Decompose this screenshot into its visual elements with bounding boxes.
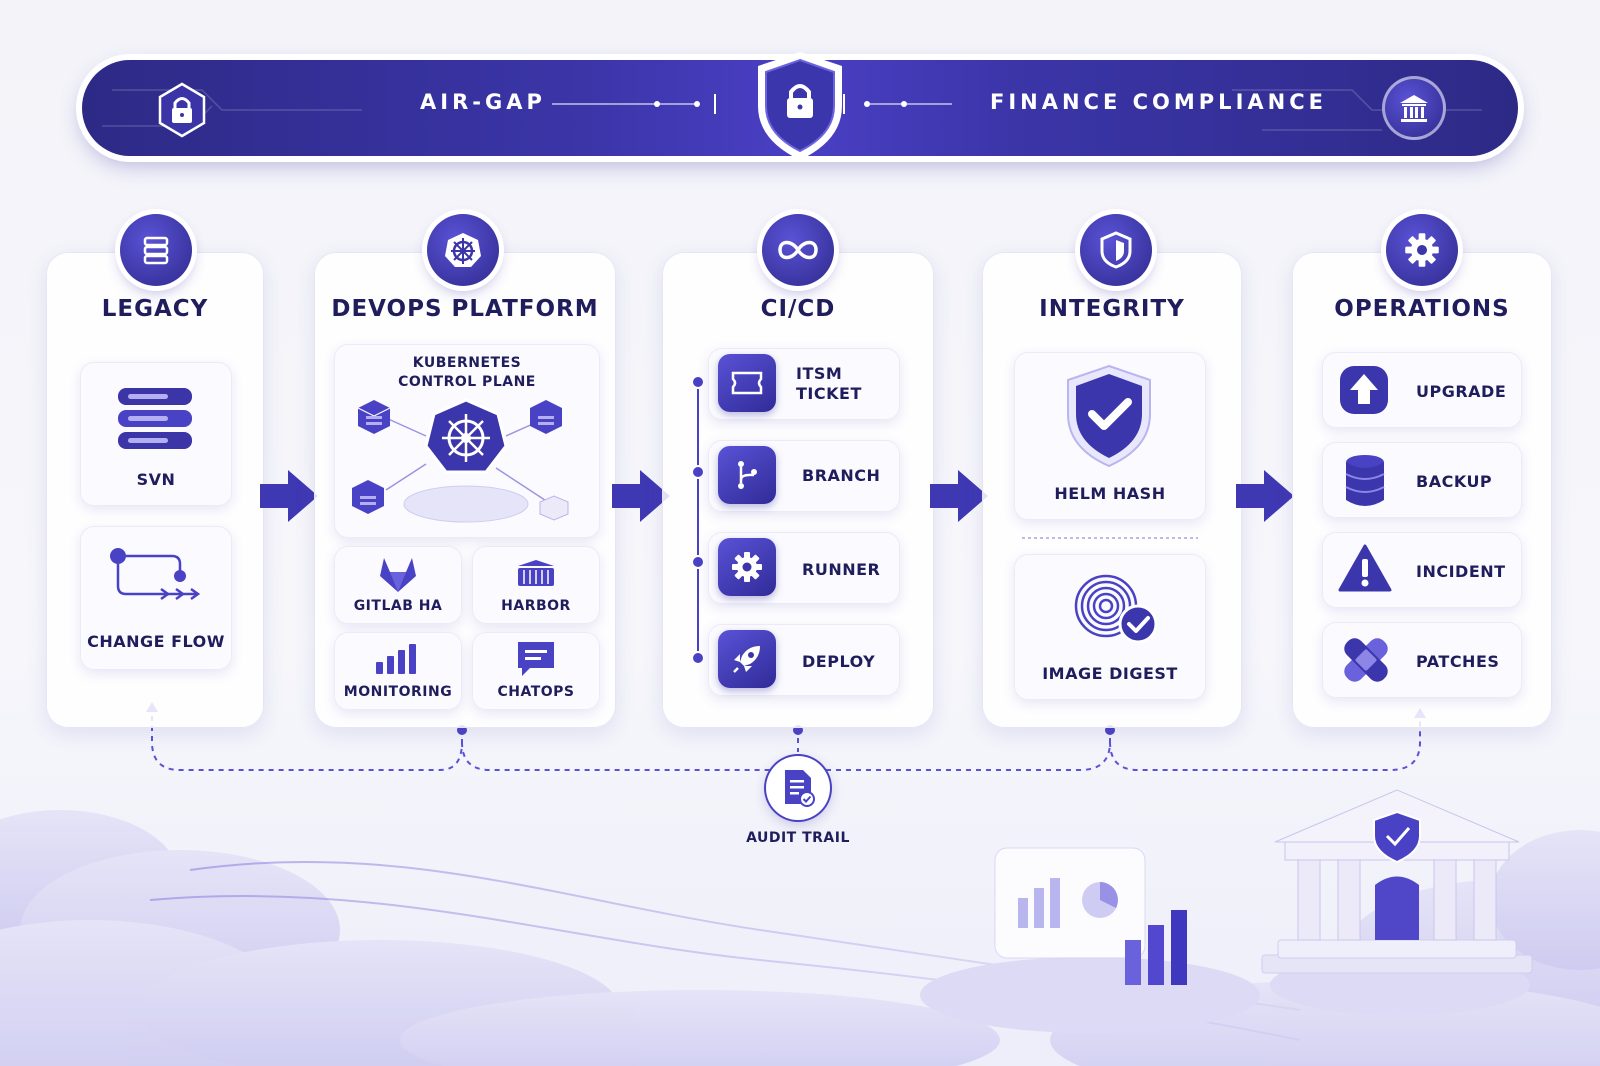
branch-label: BRANCH (802, 466, 881, 485)
infinity-icon (762, 214, 834, 286)
runner-label: RUNNER (802, 560, 881, 579)
air-gap-title: AIR-GAP (420, 90, 546, 114)
arrow-right-icon (260, 470, 318, 522)
operations-title: OPERATIONS (1334, 296, 1510, 322)
divider (1022, 537, 1198, 539)
ticket-icon (718, 354, 776, 412)
gitlab-ha-label: GITLAB HA (353, 598, 443, 614)
audit-trail-label: AUDIT TRAIL (746, 830, 850, 846)
incident-label: INCIDENT (1416, 562, 1506, 581)
kubernetes-control-plane-label: KUBERNETES CONTROL PLANE (398, 355, 536, 390)
rocket-icon (718, 630, 776, 688)
harbor-icon (514, 558, 558, 588)
deploy-label: DEPLOY (802, 652, 876, 671)
legacy-title: LEGACY (101, 296, 209, 322)
gear-icon (1386, 214, 1458, 286)
warning-icon (1338, 544, 1392, 594)
database-icon (1342, 454, 1388, 508)
helm-hash-label: HELM HASH (1054, 484, 1166, 503)
gear-icon (718, 538, 776, 596)
image-digest-card[interactable] (1014, 554, 1206, 700)
bandage-icon (1340, 632, 1392, 688)
dashboard-illustration (920, 847, 1260, 1033)
shield-check-icon (1064, 364, 1154, 468)
change-flow-icon (106, 546, 206, 606)
shield-icon (1080, 214, 1152, 286)
fingerprint-icon (1068, 566, 1160, 652)
chat-icon (514, 638, 558, 680)
bar-chart-icon (374, 640, 422, 676)
branch-icon (718, 446, 776, 504)
integrity-title: INTEGRITY (1039, 296, 1185, 322)
document-check-icon[interactable] (766, 756, 830, 820)
itsm-ticket-label: ITSM TICKET (796, 364, 862, 403)
finance-compliance-title: FINANCE COMPLIANCE (990, 90, 1327, 114)
arrow-right-icon (1236, 470, 1294, 522)
gitlab-icon (376, 554, 420, 594)
svn-icon (116, 386, 196, 452)
cicd-title: CI/CD (760, 296, 836, 322)
upload-icon (1338, 364, 1390, 416)
monitoring-label: MONITORING (343, 684, 453, 700)
bank-illustration (1261, 789, 1533, 1015)
pipeline-line (691, 375, 705, 665)
harbor-label: HARBOR (501, 598, 571, 614)
svn-label: SVN (136, 470, 176, 489)
helm-icon (427, 214, 499, 286)
circuit-decoration (102, 89, 1482, 131)
change-flow-card[interactable] (80, 526, 232, 670)
devops-title: DEVOPS PLATFORM (331, 296, 599, 322)
lock-icon (152, 80, 212, 140)
arrow-right-icon (612, 470, 670, 522)
chatops-label: CHATOPS (497, 684, 575, 700)
image-digest-label: IMAGE DIGEST (1042, 664, 1178, 683)
patches-label: PATCHES (1416, 652, 1500, 671)
kubernetes-icon (346, 394, 590, 530)
backup-label: BACKUP (1416, 472, 1493, 491)
bank-icon (1382, 76, 1446, 140)
change-flow-label: CHANGE FLOW (87, 632, 225, 651)
server-icon (120, 214, 192, 286)
arrow-right-icon (930, 470, 988, 522)
shield-lock-icon (750, 48, 850, 164)
upgrade-label: UPGRADE (1416, 382, 1507, 401)
